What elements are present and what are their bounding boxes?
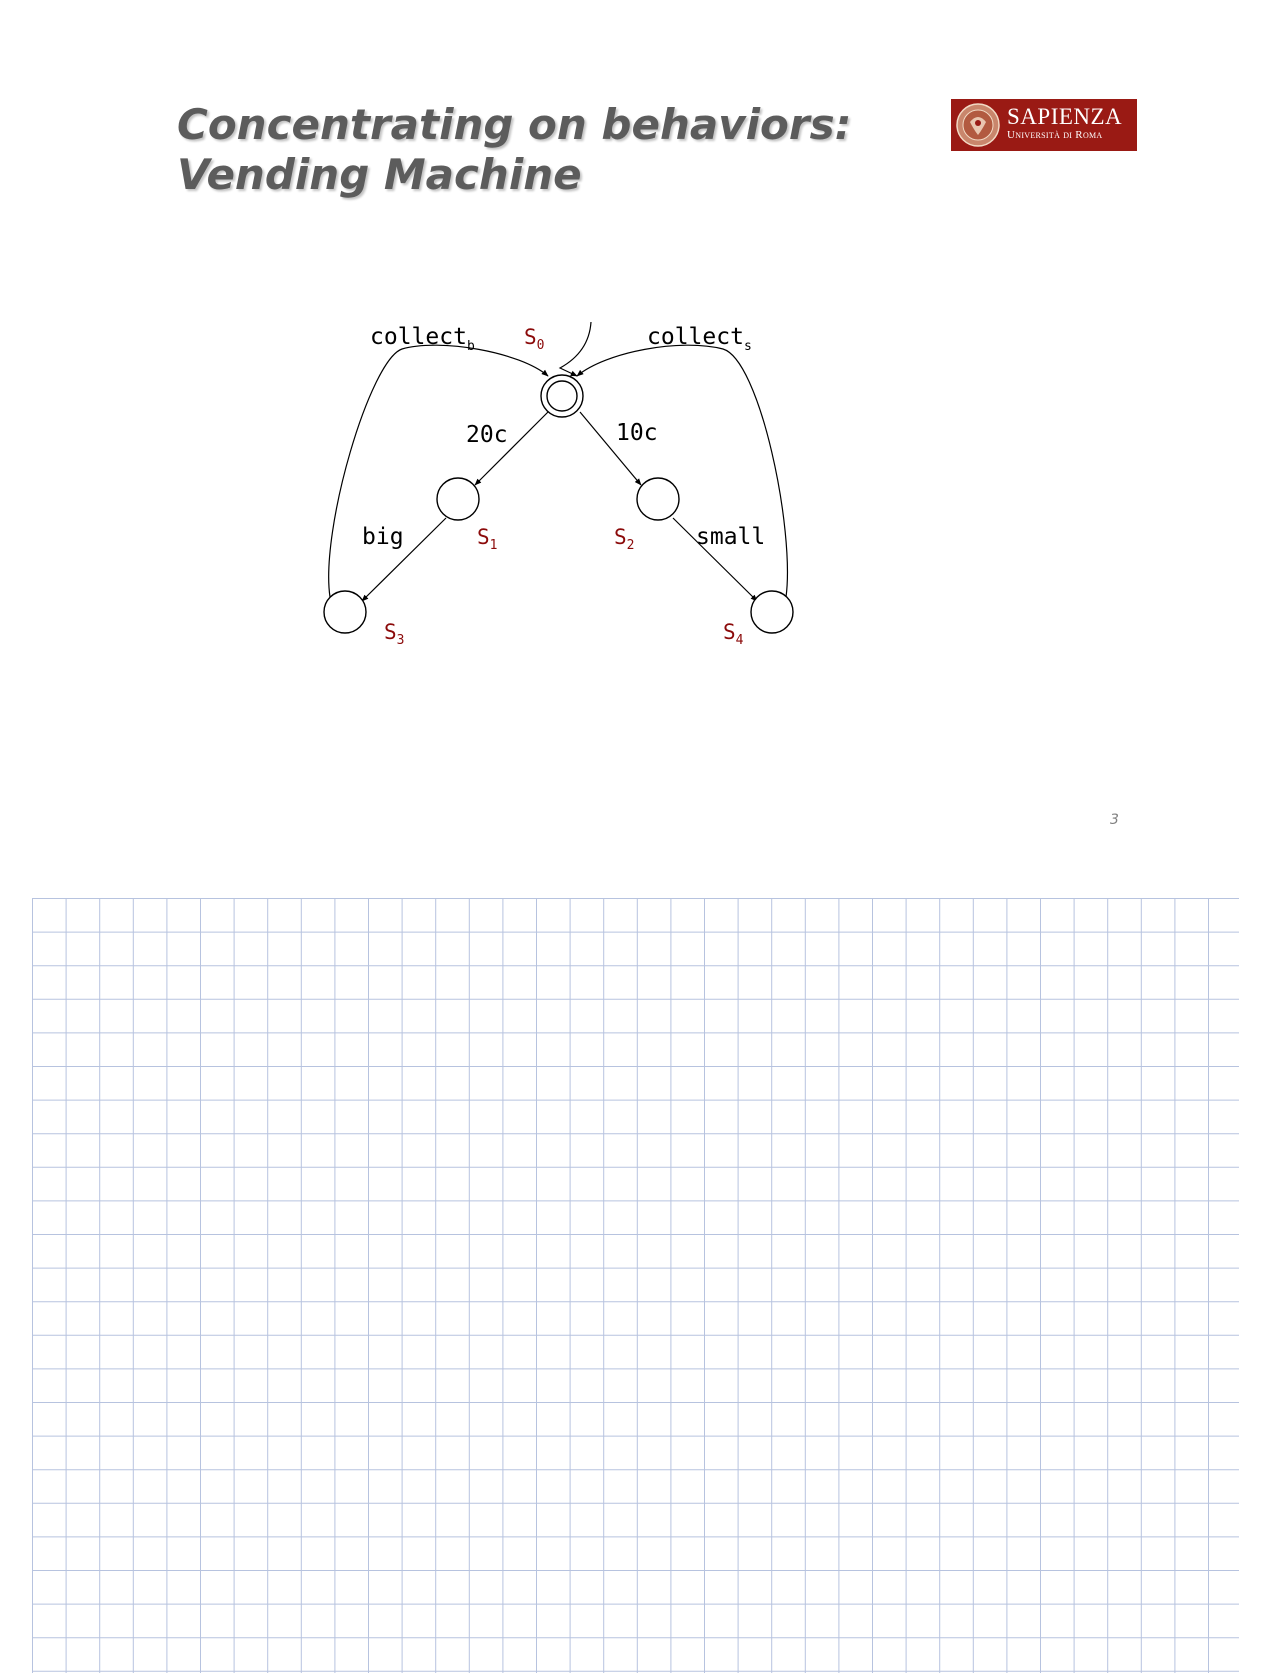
logo-name: SAPIENZA <box>1007 104 1123 129</box>
state-label-s2: S2 <box>614 525 634 553</box>
edge-label-collect-b: collectb <box>370 324 475 354</box>
edge-label-small: small <box>696 524 765 550</box>
edge-collect-s <box>576 344 789 598</box>
state-s1 <box>436 477 480 521</box>
state-s2 <box>636 477 680 521</box>
edge-small <box>672 517 758 602</box>
notes-grid <box>32 898 1239 1673</box>
title-line-1: Concentrating on behaviors: <box>177 100 852 149</box>
edge-big <box>361 517 447 602</box>
edge-label-10c: 10c <box>616 420 658 446</box>
state-s3 <box>323 590 367 634</box>
state-s0 <box>540 374 584 418</box>
slide: Concentrating on behaviors: Vending Mach… <box>177 99 1137 828</box>
university-seal-icon <box>956 103 1000 147</box>
state-s4 <box>750 590 794 634</box>
state-label-s4: S4 <box>723 620 744 648</box>
edge-label-big: big <box>362 524 404 550</box>
edge-initial <box>558 321 592 377</box>
edge-collect-b <box>328 344 549 598</box>
state-label-s0: S0 <box>524 325 544 353</box>
edge-10c <box>579 411 642 486</box>
state-label-s3: S3 <box>384 620 404 648</box>
sapienza-logo: SAPIENZA Università di Roma <box>951 99 1137 151</box>
slide-title: Concentrating on behaviors: Vending Mach… <box>177 100 851 200</box>
page-number: 3 <box>1110 812 1119 828</box>
logo-subtitle: Università di Roma <box>1007 129 1103 141</box>
state-diagram: collectb collects 20c 10c big small S0 S… <box>323 321 794 648</box>
edge-label-collect-s: collects <box>647 324 752 354</box>
edge-20c <box>474 411 549 486</box>
title-line-2: Vending Machine <box>177 150 582 199</box>
state-label-s1: S1 <box>477 525 497 553</box>
edge-label-20c: 20c <box>466 422 508 448</box>
